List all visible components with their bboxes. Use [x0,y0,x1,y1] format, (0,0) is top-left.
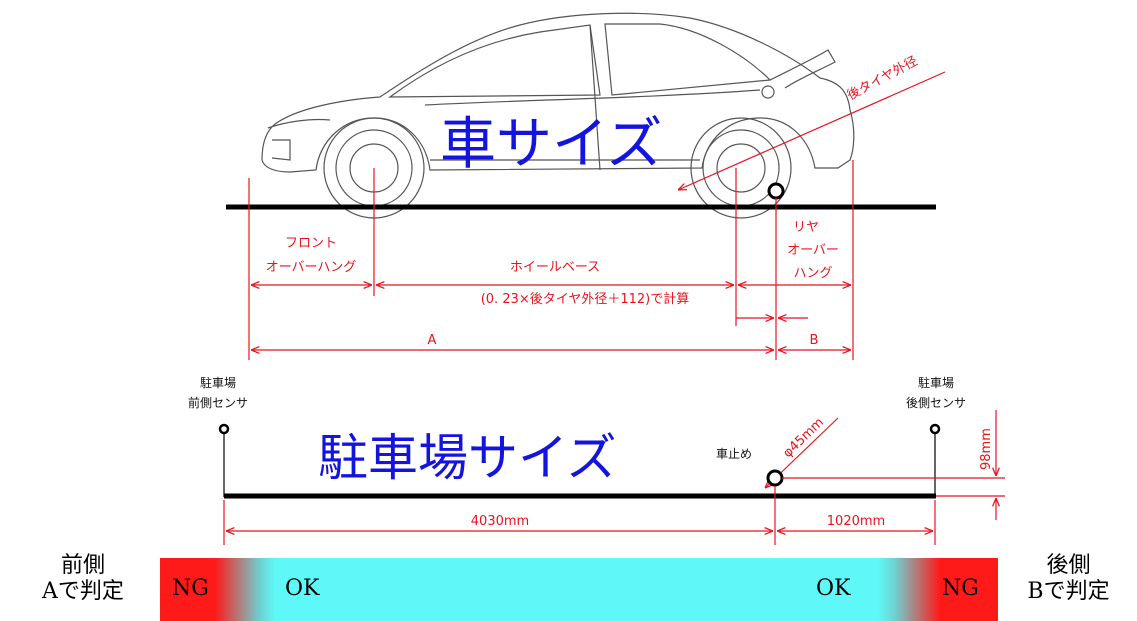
wheelbase-label: ホイールベース [510,260,600,275]
rear-sensor-label-2: 後側センサ [906,396,966,410]
parking-front-dimension-label: 4030mm [471,514,529,529]
front-sensor-icon [218,423,230,435]
front-sensor-label-2: 前側センサ [188,395,248,410]
rear-tire-diameter-arrow [678,71,946,190]
parking-size-title: 駐車場サイズ [318,429,617,487]
front-overhang-label-1: フロント [285,236,337,251]
dimension-b-label: B [810,333,819,348]
rear-judgement-label: 後側 Bで判定 [1000,553,1137,605]
wheel-stop-label: 車止め [716,447,752,461]
dimension-a-label: A [428,333,437,348]
front-judgement-label-1: 前側 [60,553,105,578]
rear-judgement-label-1: 後側 [1046,553,1091,578]
judgement-bar: NG OK OK NG [160,558,998,621]
rear-overhang-label-1: リヤ [793,220,819,235]
car-reference-lines [248,160,854,360]
rear-judgement-label-2: Bで判定 [1027,579,1110,604]
left-ng-label: NG [172,576,209,601]
front-judgement-label: 前側 Aで判定 [8,553,158,605]
parking-rear-dimension-label: 1020mm [827,514,885,529]
parking-wheel-stop [766,469,784,487]
left-ok-label: OK [285,576,320,601]
car-size-title: 車サイズ [440,112,662,177]
stop-offset-formula: (0. 23×後タイヤ外径＋112)で計算 [481,291,690,307]
rear-overhang-label-3: ハング [793,266,832,281]
stop-diameter-label: φ45mm [780,415,827,461]
rear-sensor-icon [929,423,941,435]
right-ng-label: NG [942,576,979,601]
car-outline [261,12,855,219]
rear-tire-diameter-label: 後タイヤ外径 [845,54,921,104]
front-sensor-label-1: 駐車場 [200,375,236,390]
front-judgement-label-2: Aで判定 [42,579,124,604]
wheel-stop-marker [767,182,785,200]
front-overhang-label-2: オーバーハング [266,260,357,275]
right-ok-label: OK [816,576,851,601]
rear-sensor-label-1: 駐車場 [918,375,954,390]
rear-overhang-label-2: オーバー [787,243,839,258]
stop-height-label: 98mm [979,428,994,470]
